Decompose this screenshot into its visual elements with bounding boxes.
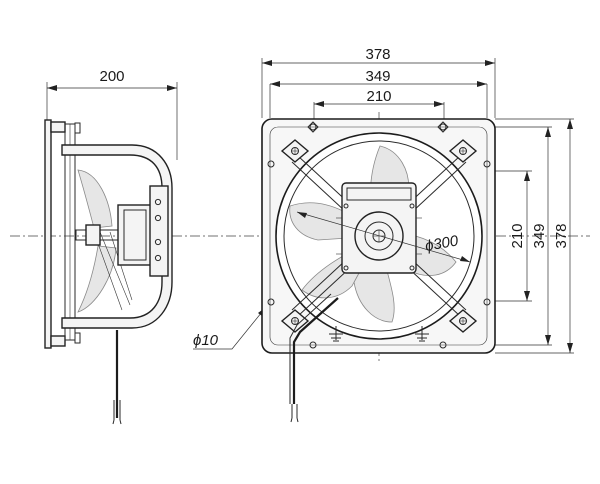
width-mount-label: 349 — [365, 68, 390, 85]
bolt-pad — [280, 139, 310, 163]
mount-hole — [267, 160, 275, 168]
side-blade-upper — [77, 169, 113, 229]
flange-bolt-top — [74, 122, 81, 134]
height-bolt-label: 210 — [509, 223, 526, 248]
flange-lip-top — [50, 121, 66, 133]
motor-nameplate — [346, 187, 412, 201]
impeller-diameter-label: ϕ300 — [424, 232, 460, 255]
bolt-hole-callout: ϕ10 — [193, 306, 267, 350]
side-hub — [85, 224, 101, 246]
width-bolt-label: 210 — [366, 88, 391, 105]
width-overall-label: 378 — [365, 46, 390, 63]
side-mount-screw — [154, 238, 162, 246]
height-overall-label: 378 — [553, 223, 570, 248]
side-mount-screw — [154, 214, 162, 222]
front-cable — [292, 297, 339, 404]
motor-bracket — [61, 144, 173, 329]
flange-plate — [44, 119, 52, 349]
flange-bolt-bottom — [74, 332, 81, 344]
bolt-diameter-label: ϕ10 — [193, 332, 219, 349]
bolt-pad — [280, 309, 310, 333]
ground-symbol — [415, 326, 429, 342]
width-dimensions: 378 349 210 — [261, 46, 496, 124]
bolt-pad — [448, 139, 478, 163]
venturi-ring-inner — [283, 140, 475, 332]
mount-hole — [483, 160, 491, 168]
side-motor-mount — [149, 185, 169, 277]
ground-symbol — [329, 326, 343, 342]
depth-label: 200 — [99, 68, 124, 85]
bolt-pad — [448, 309, 478, 333]
side-blade-lower — [77, 245, 117, 313]
impeller-diameter-callout: ϕ300 — [296, 211, 471, 263]
side-motor — [117, 204, 153, 266]
side-view: 200 — [44, 68, 178, 425]
front-view: 378 349 210 378 — [261, 46, 574, 423]
mount-hole — [267, 298, 275, 306]
side-mount-screw — [154, 198, 162, 206]
side-mount-screw — [154, 254, 162, 262]
height-dimensions: 378 349 210 — [455, 118, 574, 354]
hub-mid — [364, 221, 394, 251]
height-mount-label: 349 — [531, 223, 548, 248]
flange-lip-bottom — [50, 335, 66, 347]
mount-hole — [483, 298, 491, 306]
depth-dimension: 200 — [46, 68, 178, 160]
